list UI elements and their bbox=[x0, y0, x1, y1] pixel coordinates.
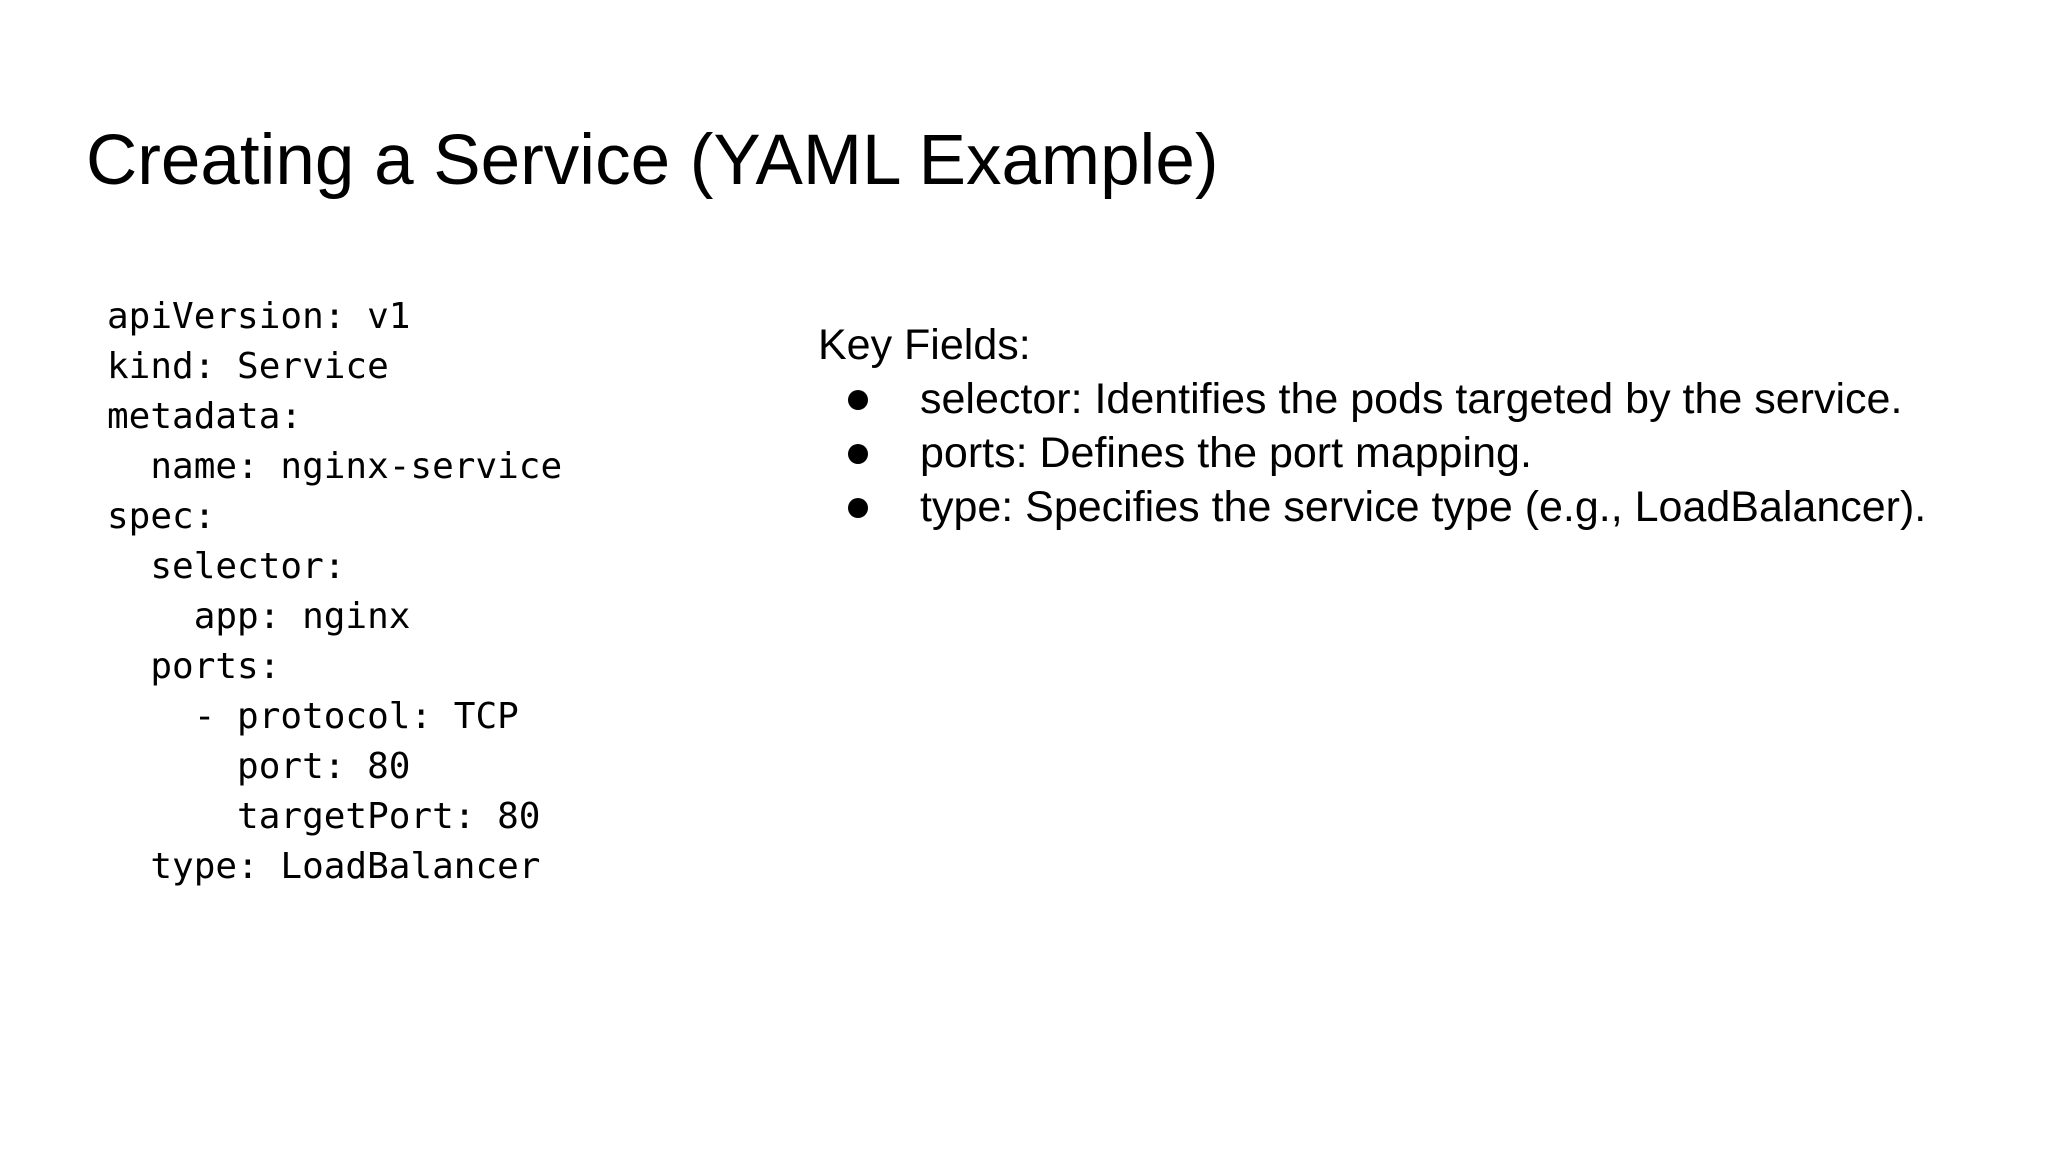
key-field-text-ports: ports: Defines the port mapping. bbox=[920, 429, 1532, 477]
yaml-code-block: apiVersion: v1 kind: Service metadata: n… bbox=[107, 296, 563, 887]
key-field-text-selector: selector: Identifies the pods targeted b… bbox=[920, 375, 1903, 423]
key-fields-panel: Key Fields: selector: Identifies the pod… bbox=[818, 318, 2028, 534]
slide-title: Creating a Service (YAML Example) bbox=[86, 121, 1219, 200]
key-fields-heading: Key Fields: bbox=[818, 321, 1031, 369]
list-item: ports: Defines the port mapping. bbox=[818, 426, 2028, 480]
bullet-icon bbox=[848, 444, 868, 464]
key-fields-list: selector: Identifies the pods targeted b… bbox=[818, 372, 2028, 534]
bullet-icon bbox=[848, 498, 868, 518]
bullet-icon bbox=[848, 390, 868, 410]
list-item: type: Specifies the service type (e.g., … bbox=[818, 480, 2028, 534]
key-field-text-type: type: Specifies the service type (e.g., … bbox=[920, 483, 1927, 531]
list-item: selector: Identifies the pods targeted b… bbox=[818, 372, 2028, 426]
